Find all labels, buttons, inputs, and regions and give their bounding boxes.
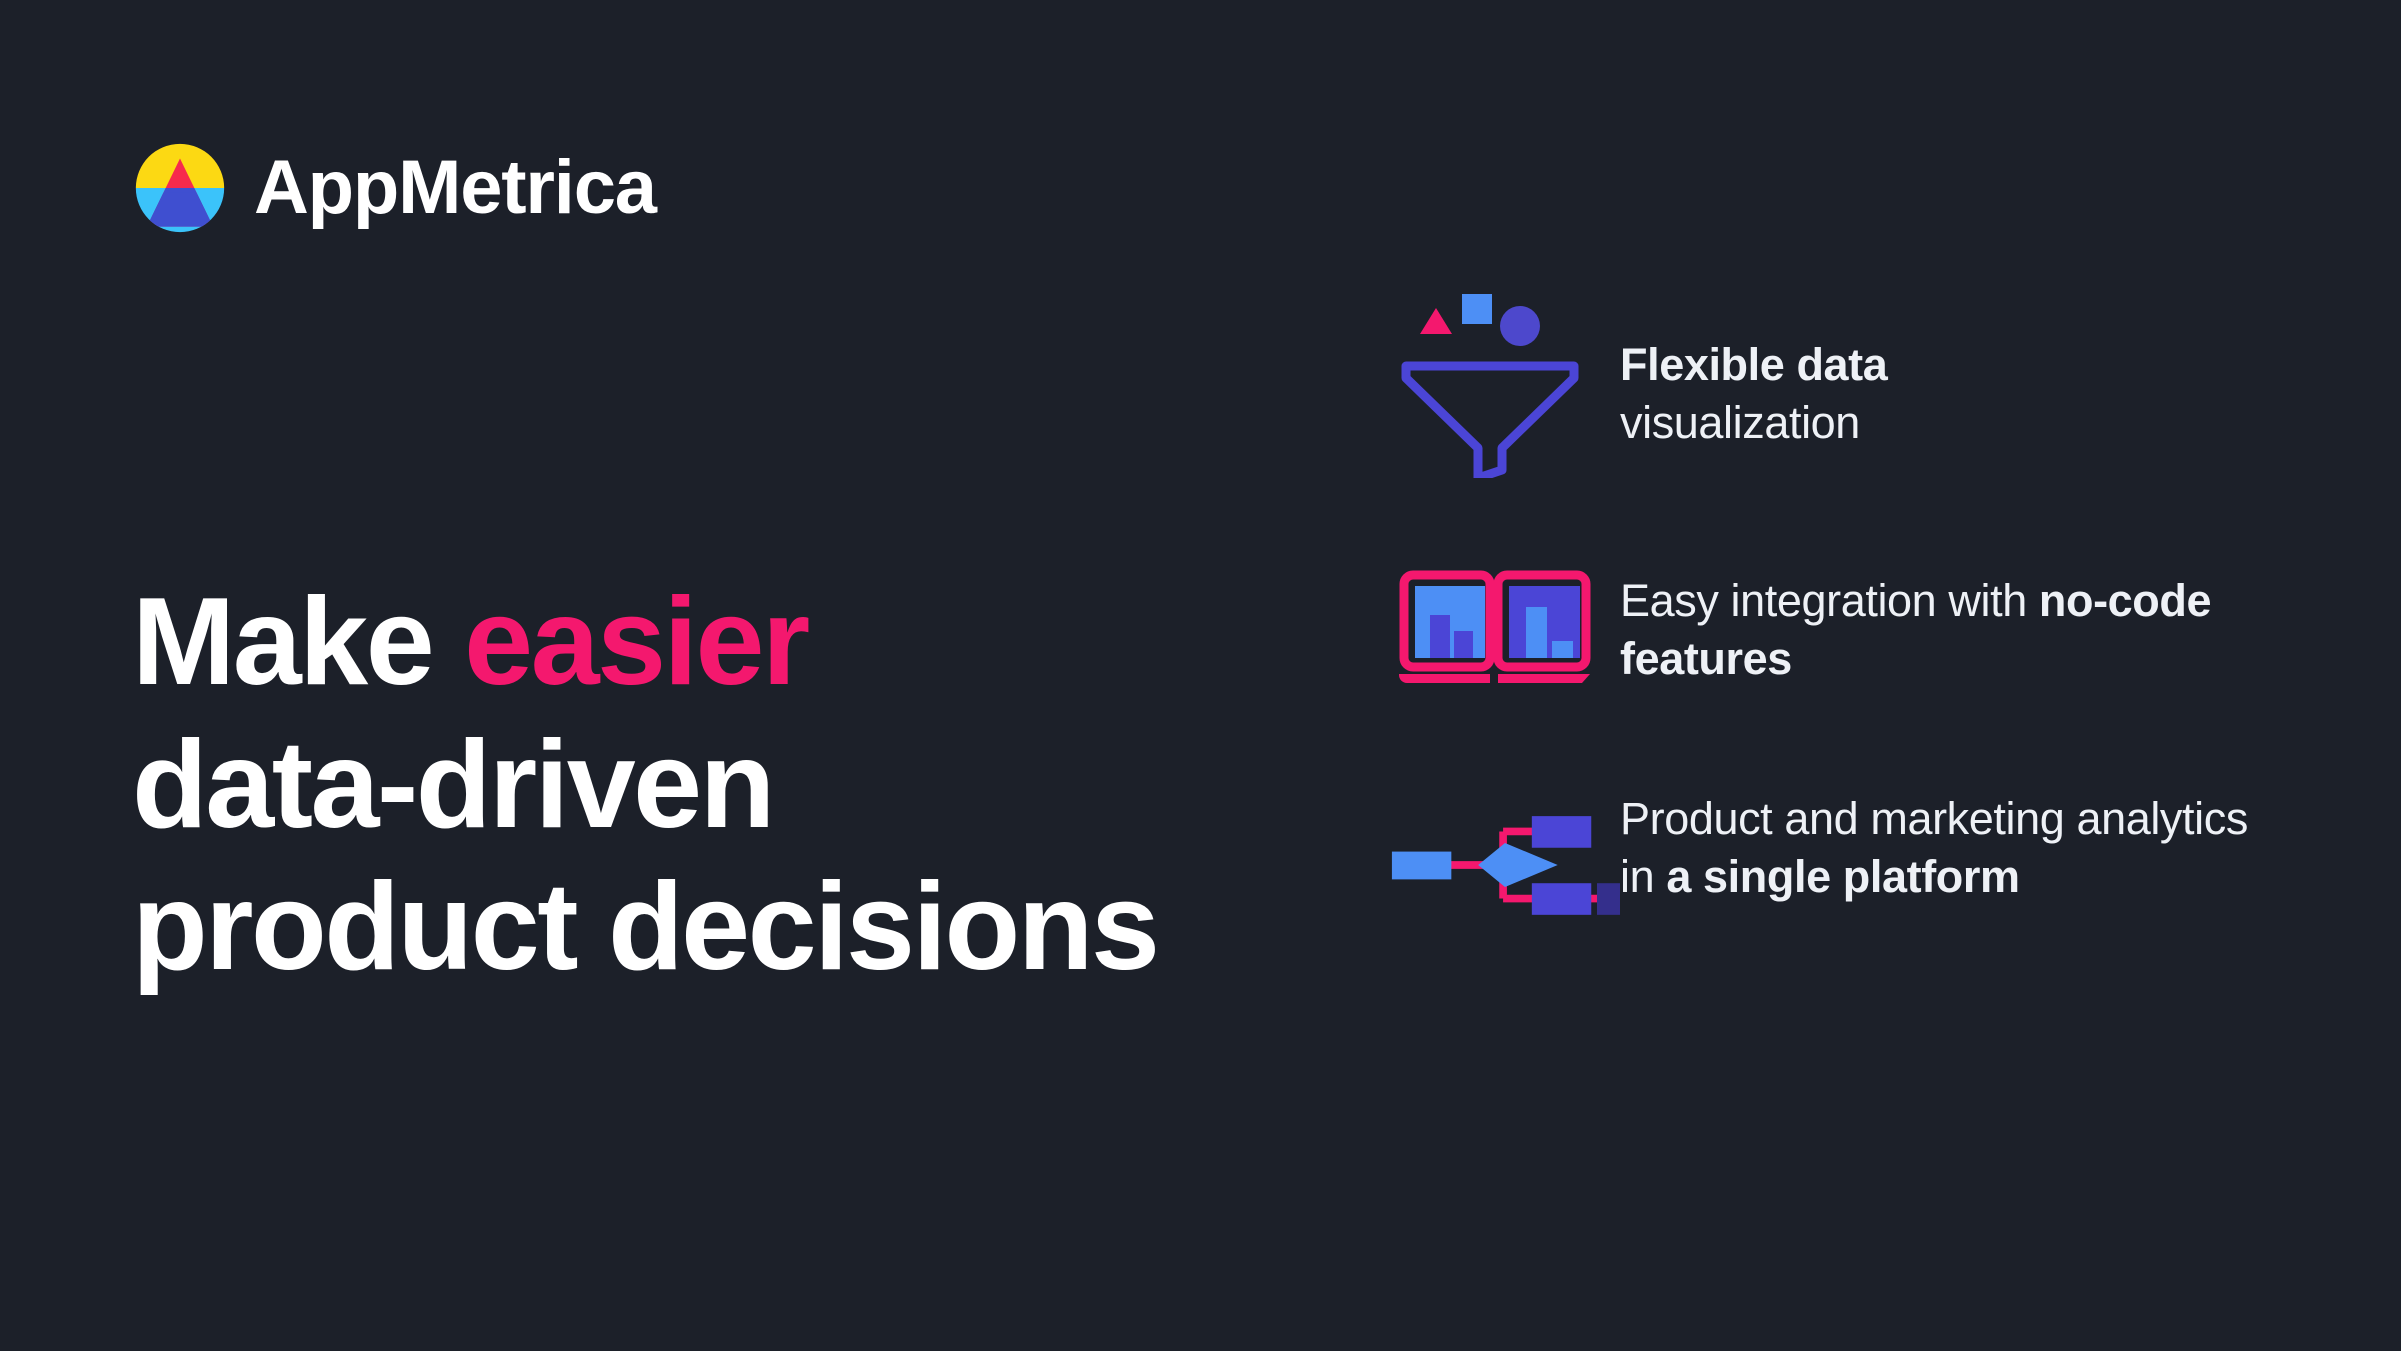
headline-pre: Make [132,573,465,712]
brand-name: AppMetrica [254,145,657,230]
feature-text-easy-integration: Easy integration with no-code features [1620,564,2290,687]
feature-regular-1: visualization [1620,396,1860,448]
funnel-circle-shape [1500,306,1540,346]
feature-bold-1: Flexible data [1620,339,1888,390]
feature-icon-wrap [1390,564,1620,704]
brand-logo: AppMetrica [134,142,657,234]
feature-icon-wrap [1390,790,1620,940]
headline-line-3: product decisions [132,858,1160,997]
headline-accent-word: easier [464,573,810,712]
feature-bold-3: a single platform [1666,850,2020,902]
feature-text-flexible-data: Flexible data visualization [1620,288,2290,451]
appmetrica-logo-icon [135,143,225,233]
feature-regular-3: Product and marketing analytics in [1620,793,2248,902]
feature-regular-2: Easy integration with [1620,575,2039,626]
funnel-square-shape [1462,294,1492,324]
funnel-body-shape [1401,361,1579,478]
feature-icon-wrap [1390,288,1620,478]
dual-laptop-chart-icon [1399,570,1591,683]
laptop-base-left-shape [1399,674,1490,683]
laptop-base-right-shape [1498,674,1590,683]
feature-text-product-analytics: Product and marketing analytics in a sin… [1620,790,2290,905]
flowchart-icon [1391,816,1620,915]
laptop-right-shape [1493,570,1591,672]
headline-line-2: data-driven [132,715,775,854]
feature-item-flexible-data: Flexible data visualization [1390,288,2290,478]
funnel-triangle-shape [1420,308,1452,334]
flow-node-bottom [1531,883,1592,915]
feature-list: Flexible data visualization [1390,288,2290,940]
flow-node-top [1531,816,1592,848]
flow-node-end [1597,883,1620,915]
page-title: Make easier data-driven product decision… [132,571,1312,999]
flow-node-decision [1478,842,1558,888]
feature-item-product-analytics: Product and marketing analytics in a sin… [1390,790,2290,940]
laptop-left-shape [1399,570,1495,672]
headline-line-1: Make easier [132,571,1312,714]
funnel-icon [1401,294,1579,478]
flow-node-input [1391,851,1452,880]
feature-bold-2: no-code features [1620,575,2212,684]
feature-item-easy-integration: Easy integration with no-code features [1390,564,2290,704]
